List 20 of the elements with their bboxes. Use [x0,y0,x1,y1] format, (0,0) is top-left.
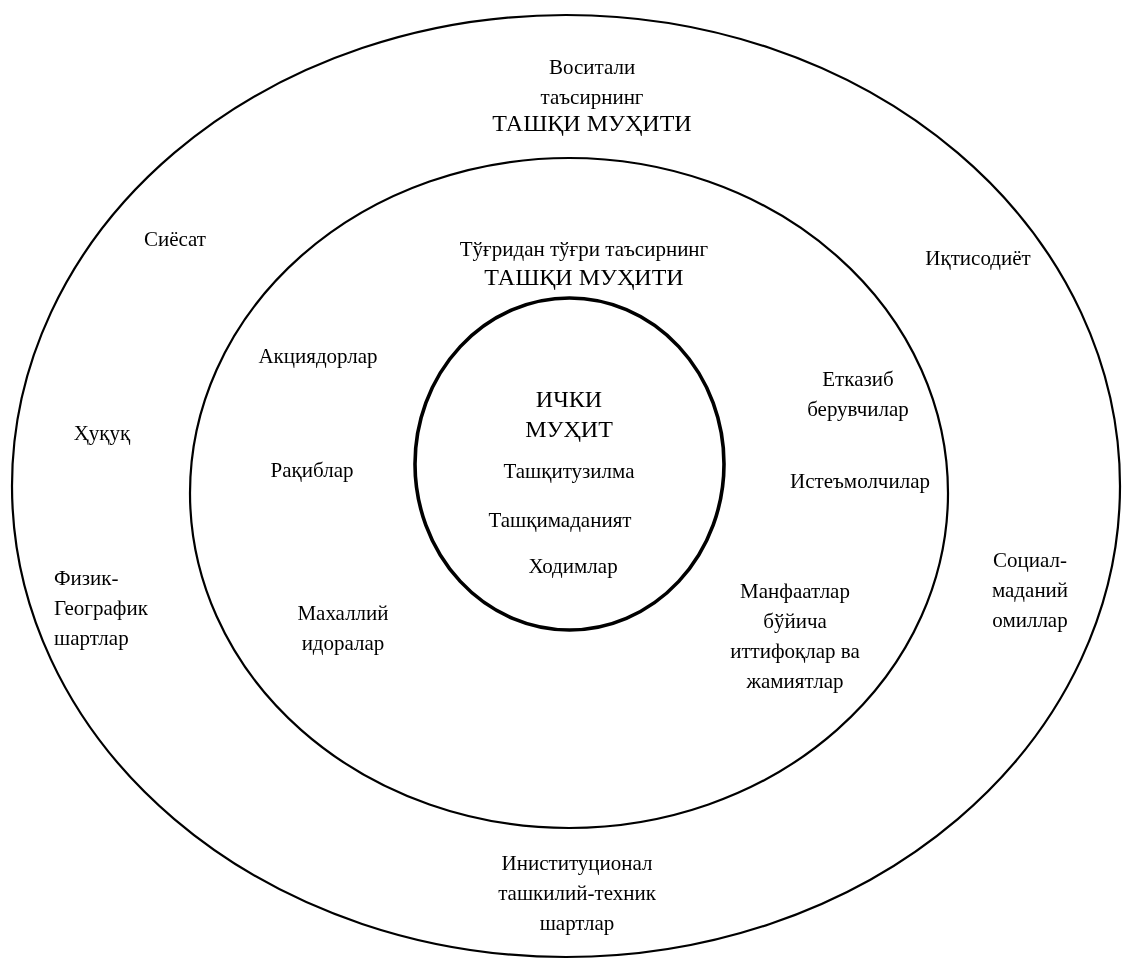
factor-label: Социал-маданий омиллар [990,547,1070,634]
factor-label: Етказиб берувчилар [806,366,910,423]
ring-title: ИЧКИ МУҲИТ [524,385,614,444]
ring-heading: Воситали таъсирнинг [539,54,645,111]
factor-label: Ходимлар [527,553,619,580]
factor-label: Истеъмолчилар [789,468,931,495]
factor-label: Махаллий идоралар [296,600,390,657]
ring-title: ТАШҚИ МУҲИТИ [491,109,693,138]
ring-title: ТАШҚИ МУҲИТИ [483,263,685,292]
factor-label: Иниституционал ташкилий-техник шартлар [497,850,657,937]
factor-label: Ташқимаданият [487,507,633,534]
factor-label: Физик-Географик шартлар [54,565,149,652]
factor-label: Иқтисодиёт [924,245,1032,272]
factor-label: Рақиблар [269,457,355,484]
factor-label: Ҳуқуқ [72,420,132,447]
ring-heading: Тўғридан тўғри таъсирнинг [458,236,710,263]
factor-label: Акциядорлар [257,343,379,370]
factor-label: Манфаатлар бўйича иттифоқлар ва жамиятлар [729,578,861,695]
factor-label: Ташқитузилма [502,458,636,485]
factor-label: Сиёсат [142,226,208,253]
